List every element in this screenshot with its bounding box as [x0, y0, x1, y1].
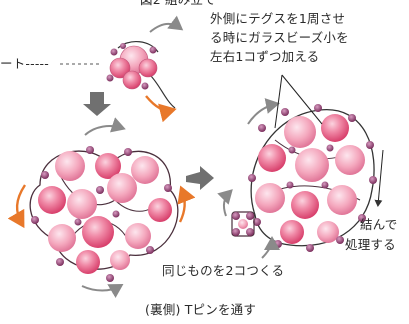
right-arrow [186, 166, 214, 190]
right-gray-arrow-top [247, 98, 280, 125]
top-label: 図2 組み立て [140, 0, 216, 8]
tie-pointer [374, 149, 384, 207]
left-gray-arrow-top [84, 117, 126, 136]
callout-line-2 [281, 74, 323, 125]
callout-line-1-text: 外側にテグスを1周させ [210, 11, 346, 26]
left-label: ート----- [0, 56, 49, 71]
left-gray-arrow-bottom [81, 283, 124, 299]
top-gray-arrow [149, 15, 184, 33]
top-bead-unit [106, 41, 176, 109]
down-arrow [83, 92, 111, 116]
tie-label-line-2: 処理する [345, 237, 396, 252]
tie-label-line-1: 結んで [360, 217, 398, 232]
make-two-label: 同じものを2コつくる [162, 263, 285, 278]
right-cluster [231, 104, 377, 252]
right-gray-arrow-side [217, 189, 233, 217]
left-orange-arrow-left [7, 184, 26, 229]
callout-line-3-text: 左右1コずつ加える [210, 49, 320, 64]
right-gray-arrow-bottom [261, 236, 280, 259]
left-orange-arrow-right [177, 185, 196, 223]
callout-line-1 [274, 74, 283, 129]
left-cluster [29, 146, 179, 282]
caption: (裏側) Tピンを通す [145, 302, 257, 317]
top-orange-arrow [145, 95, 177, 123]
callout-line-2-text: る時にガラスビーズ小を [210, 30, 349, 45]
